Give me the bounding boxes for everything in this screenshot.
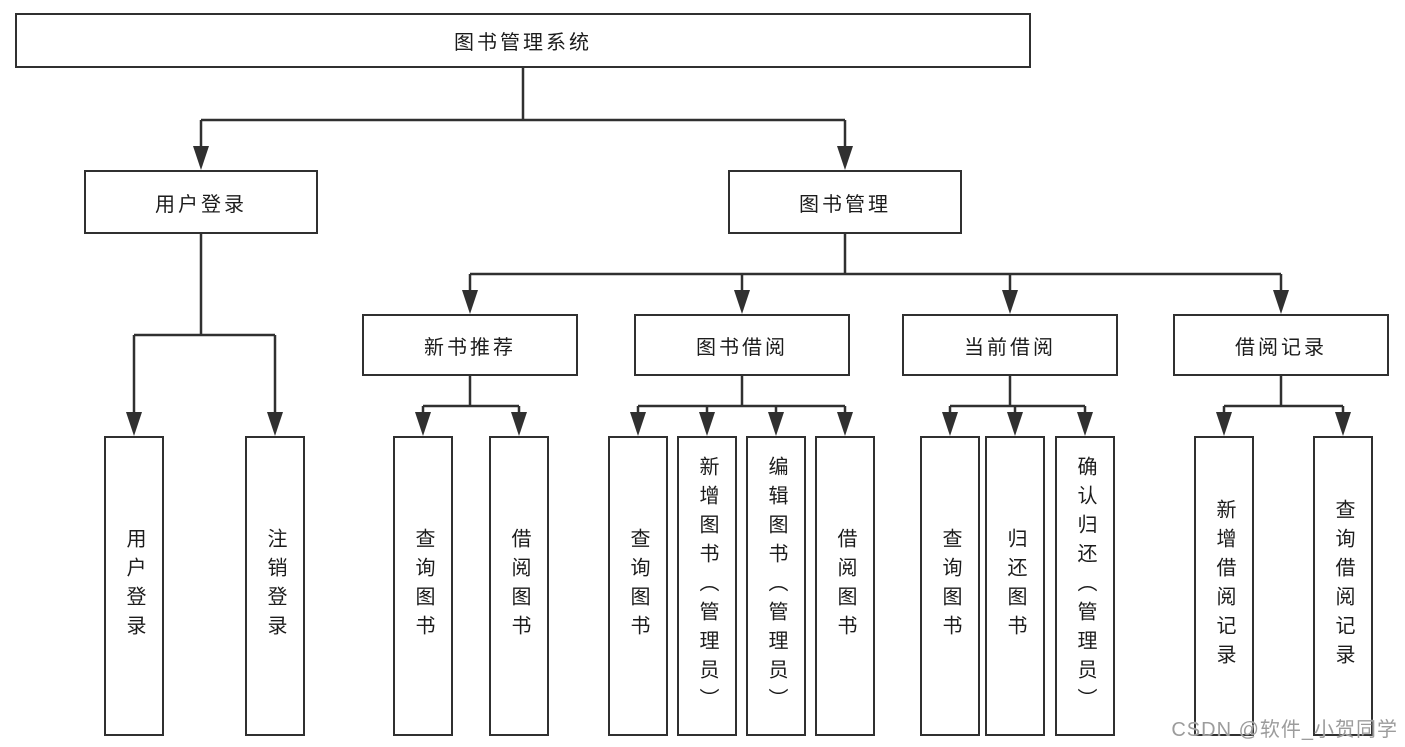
arrowhead-icon <box>699 412 715 436</box>
node-current-borrow-label: 当前借阅 <box>964 336 1056 359</box>
leaf-add-books-admin-label: 新增图书（管理员） <box>696 455 718 717</box>
leaf-query-books-recommend: 查询图书 <box>393 436 453 736</box>
node-user-login-branch: 用户登录 <box>84 170 318 234</box>
leaf-add-borrow-record: 新增借阅记录 <box>1194 436 1254 736</box>
arrowhead-icon <box>126 412 142 436</box>
node-current-borrow: 当前借阅 <box>902 314 1118 376</box>
leaf-borrow-books-recommend: 借阅图书 <box>489 436 549 736</box>
arrowhead-icon <box>837 412 853 436</box>
connector-user-login-to-leaves <box>132 234 277 432</box>
leaf-borrow-books: 借阅图书 <box>815 436 875 736</box>
arrowhead-icon <box>1335 412 1351 436</box>
leaf-query-books-current: 查询图书 <box>920 436 980 736</box>
node-new-book-recommend-label: 新书推荐 <box>424 336 516 359</box>
arrowheads-group <box>126 146 1351 436</box>
arrowhead-icon <box>734 290 750 314</box>
leaf-edit-books-admin: 编辑图书（管理员） <box>746 436 806 736</box>
node-book-borrow-label: 图书借阅 <box>696 336 788 359</box>
leaf-add-books-admin: 新增图书（管理员） <box>677 436 737 736</box>
node-borrow-records-label: 借阅记录 <box>1235 336 1327 359</box>
arrowhead-icon <box>193 146 209 170</box>
leaf-query-books-borrow: 查询图书 <box>608 436 668 736</box>
leaf-borrow-books-label: 借阅图书 <box>834 528 856 644</box>
node-book-borrow: 图书借阅 <box>634 314 850 376</box>
arrowhead-icon <box>837 146 853 170</box>
leaf-confirm-return-admin-label: 确认归还（管理员） <box>1074 455 1096 717</box>
connector-new-book-recommend-to-leaves <box>421 376 521 432</box>
leaf-logout-label: 注销登录 <box>264 528 286 644</box>
leaf-add-borrow-record-label: 新增借阅记录 <box>1213 499 1235 673</box>
leaf-query-borrow-record: 查询借阅记录 <box>1313 436 1373 736</box>
arrowhead-icon <box>1002 290 1018 314</box>
node-book-management-branch: 图书管理 <box>728 170 962 234</box>
arrowhead-icon <box>462 290 478 314</box>
leaf-return-books-label: 归还图书 <box>1004 528 1026 644</box>
node-borrow-records: 借阅记录 <box>1173 314 1389 376</box>
arrowhead-icon <box>267 412 283 436</box>
leaf-query-borrow-record-label: 查询借阅记录 <box>1332 499 1354 673</box>
arrowhead-icon <box>1077 412 1093 436</box>
leaf-user-login: 用户登录 <box>104 436 164 736</box>
node-new-book-recommend: 新书推荐 <box>362 314 578 376</box>
leaf-confirm-return-admin: 确认归还（管理员） <box>1055 436 1115 736</box>
arrowhead-icon <box>630 412 646 436</box>
node-book-management-branch-label: 图书管理 <box>799 193 891 216</box>
node-root-library-system: 图书管理系统 <box>15 13 1031 68</box>
connector-book-management-to-modules <box>468 234 1283 310</box>
leaf-query-books-current-label: 查询图书 <box>939 528 961 644</box>
connector-borrow-records-to-leaves <box>1222 376 1345 432</box>
leaf-edit-books-admin-label: 编辑图书（管理员） <box>765 455 787 717</box>
arrowhead-icon <box>942 412 958 436</box>
connector-root-to-branches <box>199 68 847 166</box>
leaf-user-login-label: 用户登录 <box>123 528 145 644</box>
arrowhead-icon <box>511 412 527 436</box>
node-user-login-branch-label: 用户登录 <box>155 193 247 216</box>
leaf-return-books: 归还图书 <box>985 436 1045 736</box>
leaf-borrow-books-recommend-label: 借阅图书 <box>508 528 530 644</box>
leaf-logout: 注销登录 <box>245 436 305 736</box>
arrowhead-icon <box>1216 412 1232 436</box>
node-root-label: 图书管理系统 <box>454 32 592 54</box>
watermark: CSDN @软件_小贺同学 <box>1171 719 1398 741</box>
arrowhead-icon <box>1007 412 1023 436</box>
leaf-query-books-recommend-label: 查询图书 <box>412 528 434 644</box>
arrowhead-icon <box>768 412 784 436</box>
connector-book-borrow-to-leaves <box>636 376 847 432</box>
leaf-query-books-borrow-label: 查询图书 <box>627 528 649 644</box>
arrowhead-icon <box>415 412 431 436</box>
arrowhead-icon <box>1273 290 1289 314</box>
